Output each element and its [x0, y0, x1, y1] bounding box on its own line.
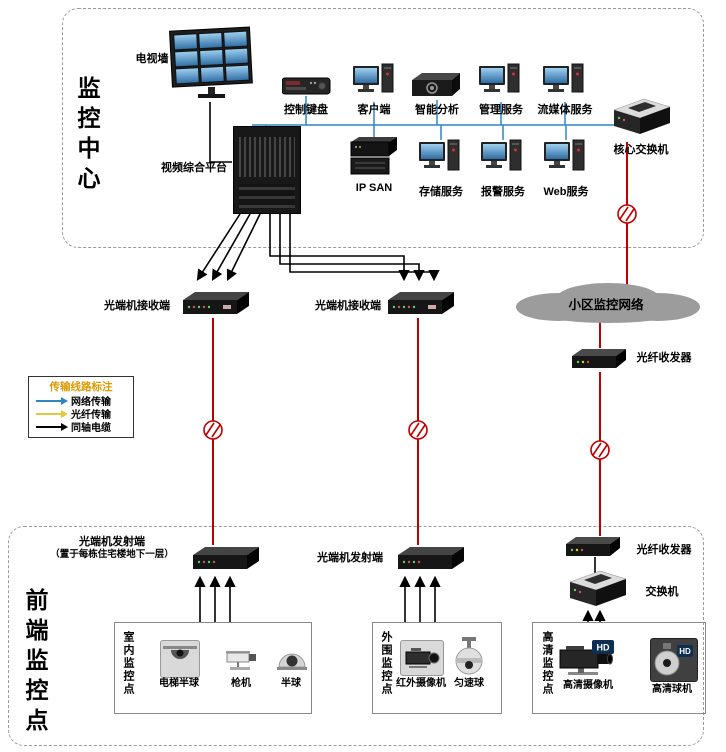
fiber-break-icon	[408, 420, 428, 440]
video-platform-icon	[233, 126, 301, 214]
core-switch-label: 核心交换机	[613, 144, 669, 156]
legend-label-coax: 同轴电缆	[71, 423, 111, 434]
network-line-icon	[36, 396, 68, 405]
hd-group-box	[532, 622, 706, 714]
fiber-transceiver-bottom-icon	[566, 534, 620, 560]
dome-camera-icon	[276, 648, 308, 674]
legend-item-coax: 同轴电缆	[29, 420, 133, 434]
streaming-service-label: 流媒体服务	[537, 104, 593, 116]
switch-icon	[566, 568, 628, 614]
frontend-label: 前端监控点	[22, 588, 48, 738]
control-keyboard-label: 控制键盘	[284, 104, 328, 116]
management-service-label: 管理服务	[479, 104, 523, 116]
fiber-transceiver-top-icon	[572, 346, 626, 372]
optical-transmitter-right-label: 光端机发射端	[317, 552, 383, 564]
ip-san-label: IP SAN	[355, 182, 393, 194]
legend-title: 传输线路标注	[49, 381, 113, 393]
network-lines	[252, 96, 614, 140]
monitoring-center-region	[62, 8, 704, 248]
storage-service-icon	[418, 136, 462, 180]
bullet-camera-label: 枪机	[231, 678, 251, 689]
hd-ball-camera-label: 高清球机	[652, 684, 692, 695]
legend-item-fiber: 光纤传输	[29, 407, 133, 421]
indoor-group-label: 室内监控点	[122, 631, 134, 696]
optical-transmitter-left-icon	[193, 543, 259, 573]
video-platform-label: 视频综合平台	[161, 162, 227, 174]
client-icon	[352, 62, 396, 102]
fiber-break-icon	[617, 204, 637, 224]
dome-camera-label: 半球	[281, 678, 301, 689]
legend-label-fiber: 光纤传输	[71, 410, 111, 421]
legend-label-network: 网络传输	[71, 397, 111, 408]
control-keyboard-icon	[282, 74, 332, 96]
optical-transmitter-left-label: 光端机发射端 （置于每栋住宅楼地下一层）	[50, 536, 174, 561]
optical-transmitter-left-title: 光端机发射端	[78, 536, 145, 548]
monitoring-center-label: 监控中心	[74, 76, 100, 196]
management-service-icon	[478, 62, 522, 102]
switch-label: 交换机	[645, 586, 679, 598]
hd-camera-label: 高清摄像机	[563, 680, 613, 691]
optical-receiver-right-label: 光端机接收端	[315, 300, 381, 312]
web-service-label: Web服务	[543, 186, 589, 198]
tv-wall-label: 电视墙	[135, 53, 169, 65]
coax-line-icon	[36, 422, 68, 431]
fiber-transceiver-bottom-label: 光纤收发器	[636, 544, 692, 556]
indoor-group-box	[114, 622, 312, 714]
optical-transmitter-left-note: （置于每栋住宅楼地下一层）	[50, 549, 174, 561]
hd-group-label: 高清监控点	[541, 631, 553, 696]
ip-san-icon	[349, 136, 399, 178]
web-service-icon	[543, 136, 587, 180]
alarm-service-label: 报警服务	[481, 186, 525, 198]
hd-camera-icon: HD	[558, 640, 616, 678]
optical-receiver-left-label: 光端机接收端	[104, 300, 170, 312]
fiber-break-icon	[203, 420, 223, 440]
optical-receiver-left-icon	[183, 288, 249, 318]
fiber-transceiver-top-label: 光纤收发器	[636, 352, 692, 364]
community-network-cloud	[508, 280, 704, 326]
intelligent-analysis-label: 智能分析	[415, 104, 459, 116]
elevator-dome-icon	[160, 640, 200, 678]
tv-wall-icon	[168, 24, 256, 102]
frontend-region	[8, 526, 704, 746]
legend-box: 传输线路标注 网络传输 光纤传输 同轴电缆	[28, 376, 134, 438]
speed-dome-icon	[452, 637, 486, 677]
perimeter-group-label: 外围监控点	[380, 631, 392, 696]
speed-dome-label: 匀速球	[454, 678, 484, 689]
hd-ball-camera-icon: HD	[650, 638, 698, 682]
fiber-break-icon	[590, 440, 610, 460]
hd-badge-text: HD	[679, 647, 691, 656]
streaming-service-icon	[542, 62, 586, 102]
optical-receiver-right-icon	[388, 288, 454, 318]
coax-lines	[194, 102, 606, 622]
bullet-camera-icon	[224, 646, 262, 674]
infrared-camera-icon	[400, 640, 444, 676]
alarm-service-icon	[480, 136, 524, 180]
fiber-line-icon	[36, 409, 68, 418]
hd-badge-text: HD	[597, 643, 610, 653]
intelligent-analysis-icon	[410, 70, 462, 100]
perimeter-group-box	[372, 622, 502, 714]
community-network-label: 小区监控网络	[568, 298, 644, 312]
legend-item-network: 网络传输	[29, 394, 133, 408]
storage-service-label: 存储服务	[419, 186, 463, 198]
infrared-camera-label: 红外摄像机	[396, 678, 446, 689]
elevator-dome-label: 电梯半球	[159, 678, 199, 689]
optical-transmitter-right-icon	[398, 543, 464, 573]
core-switch-icon	[610, 96, 672, 142]
client-label: 客户端	[357, 104, 391, 116]
